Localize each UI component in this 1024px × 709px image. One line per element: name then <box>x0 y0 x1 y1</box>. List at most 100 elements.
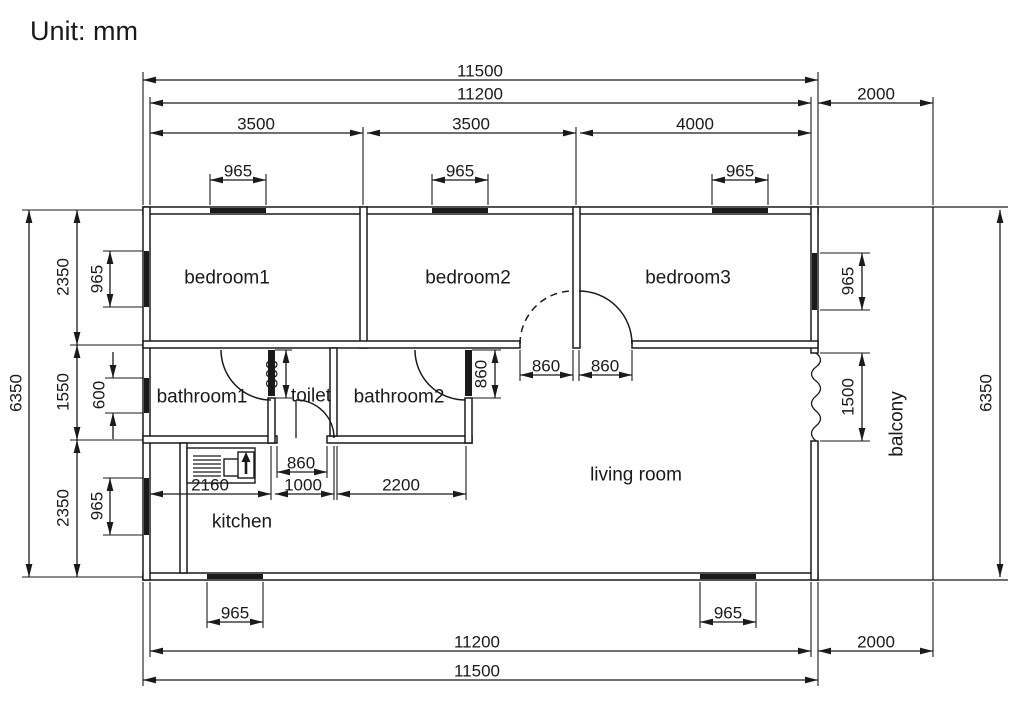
dim-d965-6: 965 <box>431 162 489 205</box>
faucet-arrow-icon <box>237 451 255 479</box>
dim-d11200-1: 11200 <box>149 85 812 205</box>
wall-bath-bottom-left <box>142 435 278 444</box>
room-label-bathroom2: bathroom2 <box>354 387 445 408</box>
wall-kitchen-left <box>179 442 188 574</box>
dim-d1500-23: 1500 <box>820 352 870 442</box>
dim-arrow-up <box>858 353 866 366</box>
dim-d2000-12: 2000 <box>818 582 934 657</box>
dim-arrow-left <box>277 468 290 476</box>
dim-arrow-up <box>25 210 33 223</box>
dim-d3500-2: 3500 <box>150 115 364 205</box>
dim-arrow-right <box>805 676 818 684</box>
window-bedroom3-right <box>812 253 817 310</box>
dim-arrow-right <box>350 129 363 137</box>
unit-label: Unit: mm <box>30 16 138 46</box>
dim-d2200-31: 2200 <box>336 446 467 500</box>
dim-arrow-down <box>996 564 1004 577</box>
room-labels: bedroom1 bedroom2 bedroom3 bathroom1 toi… <box>157 268 908 533</box>
dim-arrow-right <box>755 176 768 184</box>
door-arc-bedroom3 <box>578 290 633 345</box>
dim-arrow-left <box>210 176 223 184</box>
dim-label-d11500: 11500 <box>457 62 503 81</box>
door-leaf-bathroom2 <box>465 350 472 396</box>
dim-arrow-right <box>453 490 466 498</box>
dim-arrow-down <box>73 427 81 440</box>
dim-arrow-down <box>109 365 117 378</box>
dim-label-d1000: 1000 <box>284 476 322 495</box>
dim-arrow-right <box>250 618 263 626</box>
room-label-bedroom1: bedroom1 <box>184 268 270 289</box>
wall-bedroom2-bedroom3 <box>572 206 581 349</box>
kitchen-fixtures <box>186 447 256 484</box>
dim-label-d965: 965 <box>221 604 249 623</box>
dim-label-d4000: 4000 <box>676 115 714 134</box>
room-label-balcony: balcony <box>887 391 908 457</box>
dim-arrow-up <box>73 210 81 223</box>
dim-arrow-right <box>798 647 811 655</box>
dim-arrow-left <box>700 618 713 626</box>
door-arc-toilet <box>295 399 335 439</box>
dim-arrow-right <box>920 647 933 655</box>
dim-arrow-left <box>818 647 831 655</box>
door-arc-bathroom2 <box>414 349 466 401</box>
dim-d11500-13: 11500 <box>142 582 819 686</box>
dim-d860-27: 860 <box>578 350 633 381</box>
dim-arrow-down <box>73 564 81 577</box>
wall-bathroom2-right <box>464 397 473 444</box>
stove-icon <box>193 455 221 477</box>
dim-label-d860: 860 <box>472 360 491 388</box>
dim-arrow-down <box>73 332 81 345</box>
window-kitchen-bottom <box>207 574 263 579</box>
dim-label-d965: 965 <box>446 162 474 181</box>
window-kitchen-left <box>144 478 149 535</box>
dim-arrow-right <box>805 76 818 84</box>
dim-arrow-left <box>579 371 592 379</box>
dim-label-d1550: 1550 <box>54 373 73 411</box>
window-bedroom3-top <box>712 208 768 213</box>
dim-arrow-down <box>106 522 114 535</box>
dim-d860-25: 860 <box>472 349 501 399</box>
dim-arrow-left <box>150 647 163 655</box>
dim-d4000-4: 4000 <box>580 115 811 137</box>
dim-arrow-up <box>73 440 81 453</box>
wall-bedroom1-bedroom2 <box>359 206 368 349</box>
window-bathroom1-left <box>144 378 149 413</box>
dim-arrow-right <box>563 129 576 137</box>
dim-d1550-16: 1550 <box>54 345 143 441</box>
dim-d860-24: 860 <box>263 349 292 399</box>
dim-arrow-left <box>337 490 350 498</box>
dim-label-d2000: 2000 <box>857 633 895 652</box>
dim-label-d2160: 2160 <box>191 476 229 495</box>
dim-d965-7: 965 <box>711 162 769 205</box>
dim-d965-9: 965 <box>206 582 264 628</box>
dim-d965-20: 965 <box>88 477 143 536</box>
door-arc-bathroom1 <box>220 349 272 401</box>
dim-label-d965: 965 <box>88 492 107 520</box>
dim-d965-10: 965 <box>699 582 757 628</box>
dim-d860-26: 860 <box>519 350 574 381</box>
dim-d860-28: 860 <box>276 446 328 478</box>
dim-label-d2350: 2350 <box>54 489 73 527</box>
dim-label-d965: 965 <box>88 265 107 293</box>
dim-label-d6350: 6350 <box>977 374 996 412</box>
door-leaf-bathroom1 <box>268 350 275 396</box>
wall-bath-bottom-right <box>326 435 473 444</box>
dim-arrow-up <box>996 210 1004 223</box>
dim-arrow-right <box>253 176 266 184</box>
dim-arrow-right <box>321 490 334 498</box>
dim-arrow-right <box>619 371 632 379</box>
dim-arrow-left <box>143 76 156 84</box>
dim-label-d860: 860 <box>263 360 282 388</box>
dim-d2350-17: 2350 <box>54 440 81 577</box>
balcony-outline <box>818 206 1008 581</box>
dim-label-d3500: 3500 <box>237 115 275 134</box>
dim-label-d6350: 6350 <box>7 374 26 412</box>
dim-label-d965: 965 <box>839 267 858 295</box>
dim-arrow-down <box>858 297 866 310</box>
dim-d3500-3: 3500 <box>367 115 577 205</box>
dim-label-d860: 860 <box>532 357 560 376</box>
dim-label-d965: 965 <box>726 162 754 181</box>
